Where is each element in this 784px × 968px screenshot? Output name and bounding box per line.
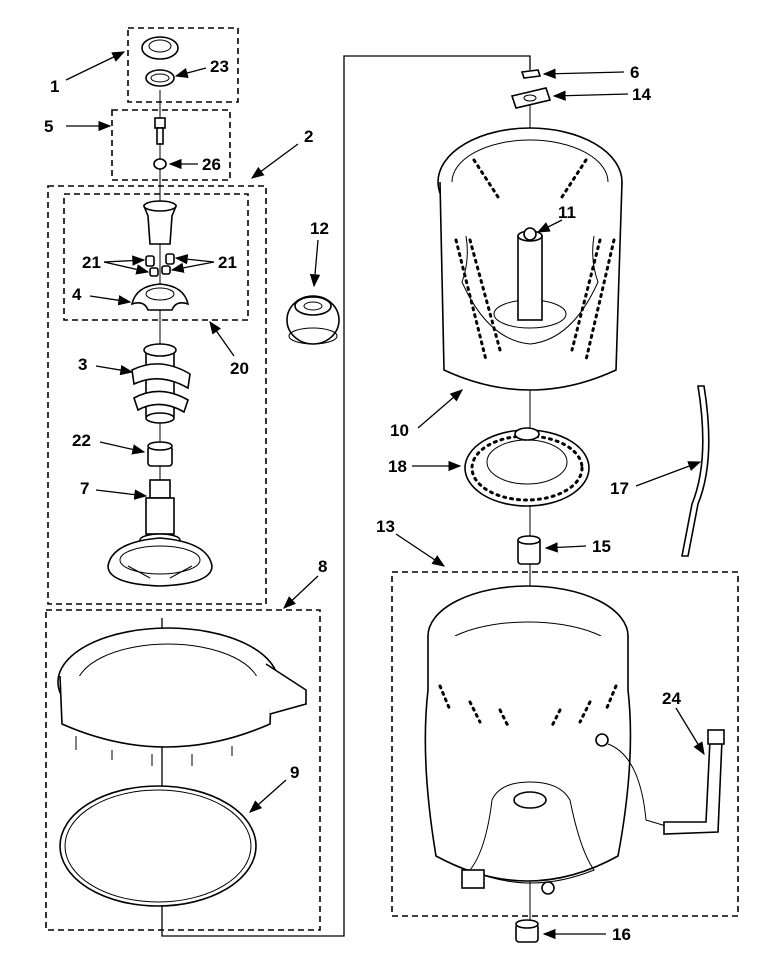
bracket-part-14 <box>510 87 552 109</box>
agitator-base-part-7 <box>107 479 213 587</box>
nut-part-16 <box>515 919 539 943</box>
outer-tub-part-13 <box>424 585 632 895</box>
leader-21a <box>103 255 146 266</box>
callout-24: 24 <box>662 689 681 708</box>
leader-21b <box>103 261 150 275</box>
callout-20: 20 <box>230 359 249 378</box>
washer-part-26 <box>153 158 167 170</box>
leader-12 <box>309 239 321 288</box>
ring-seal-part-9 <box>59 785 257 907</box>
bolt-part-5 <box>154 117 166 145</box>
group-box-ring <box>45 609 321 931</box>
callout-6: 6 <box>630 63 639 82</box>
callout-1: 1 <box>50 77 59 96</box>
leader-7 <box>95 489 148 500</box>
callout-9: 9 <box>290 763 299 782</box>
dogs-part-21 <box>145 253 175 277</box>
cap-part-1 <box>141 36 179 60</box>
callout-18: 18 <box>388 457 407 476</box>
callout-2: 2 <box>304 127 313 146</box>
group-box-agitator <box>47 185 267 605</box>
callout-16: 16 <box>612 925 631 944</box>
group-box-cap <box>127 27 239 103</box>
callout-15: 15 <box>592 537 611 556</box>
leader-1 <box>65 51 126 81</box>
leader-10 <box>417 389 463 429</box>
clip-part-6 <box>520 69 542 79</box>
cam-housing-part <box>142 200 178 245</box>
leader-14 <box>552 90 629 101</box>
leader-20 <box>209 320 235 357</box>
cam-part-4 <box>130 283 190 311</box>
leader-11 <box>536 219 563 233</box>
bearing-part-15 <box>517 535 541 565</box>
leader-21c <box>174 254 215 265</box>
spin-basket-part-10 <box>437 127 623 391</box>
seal-part-12 <box>286 295 340 345</box>
callout-17: 17 <box>610 479 629 498</box>
group-box-bolt <box>111 109 231 181</box>
tub-ring-part-8 <box>57 627 307 766</box>
leader-13 <box>395 533 446 567</box>
hose-part-17 <box>681 385 710 557</box>
leader-17 <box>635 461 702 487</box>
callout-26: 26 <box>202 155 221 174</box>
callout-12: 12 <box>310 219 329 238</box>
callout-11: 11 <box>558 203 576 222</box>
callout-10: 10 <box>390 421 409 440</box>
leader-24 <box>675 707 705 756</box>
seal-part-23 <box>145 69 175 87</box>
group-box-cam <box>63 193 249 321</box>
leader-4 <box>89 295 132 306</box>
callout-5: 5 <box>44 117 53 136</box>
callout-13: 13 <box>376 517 395 536</box>
callout-21-right: 21 <box>218 253 237 272</box>
leader-9 <box>249 779 287 813</box>
callout-22: 22 <box>72 431 91 450</box>
leader-23 <box>174 67 207 79</box>
leader-22 <box>99 441 146 455</box>
leader-15 <box>544 542 587 553</box>
callout-7: 7 <box>80 479 89 498</box>
callout-14: 14 <box>632 85 651 104</box>
leader-8 <box>283 575 319 609</box>
leader-2 <box>250 143 299 179</box>
callout-4: 4 <box>72 285 82 304</box>
leader-6 <box>542 68 625 79</box>
drain-hose-part-24 <box>607 729 725 835</box>
callout-23: 23 <box>210 57 229 76</box>
leader-3 <box>95 364 134 376</box>
pulley-part-18 <box>464 427 590 507</box>
callout-3: 3 <box>78 355 87 374</box>
group-box-tub <box>391 571 739 917</box>
bearing-part-22 <box>147 441 173 467</box>
callout-8: 8 <box>318 557 327 576</box>
auger-part-3 <box>131 343 191 424</box>
callout-21-left: 21 <box>82 253 101 272</box>
leader-21d <box>170 261 215 273</box>
